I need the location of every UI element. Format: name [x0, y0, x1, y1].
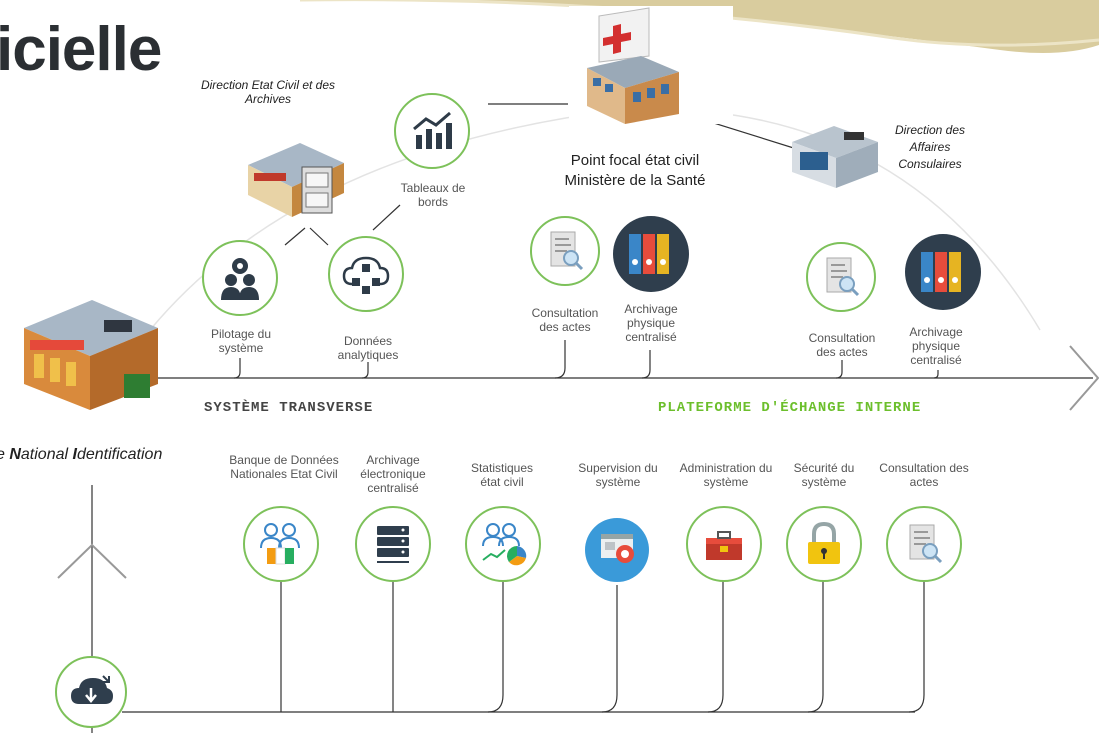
- plateforme-label: PLATEFORME D'ÉCHANGE INTERNE: [658, 400, 922, 416]
- point-focal-label: Point focal état civil Ministère de la S…: [540, 151, 730, 191]
- tableaux-label: Tableaux de bords: [400, 181, 466, 209]
- archivage-elec-label: Archivage électronique centralisé: [360, 453, 426, 495]
- supervision-label: Supervision du système: [578, 461, 658, 489]
- padlock-icon: [808, 522, 840, 564]
- donnees-node[interactable]: [328, 236, 404, 312]
- document-search-icon: [550, 231, 584, 271]
- monitor-eye-icon: [601, 534, 634, 563]
- dir-consulaires-line2: Affaires: [909, 140, 951, 154]
- statistiques-label: Statistiques état civil: [470, 461, 534, 489]
- document-search-icon: [909, 524, 943, 564]
- cloud-download-icon: [71, 675, 113, 704]
- banner-shape: [300, 0, 1099, 54]
- archivage-node-2[interactable]: [905, 234, 981, 310]
- banner-highlight: [300, 0, 1099, 47]
- archive-building-icon: [248, 143, 344, 217]
- banque-label: Banque de Données Nationales Etat Civil: [229, 453, 339, 481]
- title-fragment: icielle: [0, 15, 162, 84]
- eye-users-icon: [221, 258, 259, 300]
- archivage-label-2: Archivage physique centralisé: [909, 325, 963, 367]
- archivage-node-1[interactable]: [613, 216, 689, 292]
- dir-consulaires-line1: Direction des: [894, 123, 966, 137]
- toolbox-icon: [706, 531, 742, 560]
- consultation-bottom-label: Consultation des actes: [879, 461, 969, 489]
- consultation-node-1[interactable]: [530, 216, 600, 286]
- document-search-icon: [826, 257, 860, 297]
- donnees-label: Données analytiques: [337, 334, 399, 362]
- tableaux-node[interactable]: [394, 93, 470, 169]
- consulate-building-icon: [792, 126, 878, 188]
- statistiques-node[interactable]: [465, 506, 541, 582]
- oni-label: ce National Identification: [0, 446, 162, 464]
- binders-icon: [921, 252, 961, 292]
- pilotage-node[interactable]: [202, 240, 278, 316]
- oni-building-icon: [24, 300, 158, 410]
- hospital-building-icon: [587, 7, 679, 124]
- axis-arrow: [1069, 345, 1099, 411]
- administration-label: Administration du système: [679, 461, 773, 489]
- dir-consulaires-line3: Consulaires: [898, 157, 962, 171]
- pilotage-label: Pilotage du système: [210, 327, 272, 355]
- direction-consulaires-label: Direction des Affaires Consulaires: [876, 122, 984, 173]
- administration-node[interactable]: [686, 506, 762, 582]
- oni-i: I: [72, 446, 77, 463]
- consultation-node-2[interactable]: [806, 242, 876, 312]
- chart-growth-icon: [413, 111, 452, 149]
- consultation-bottom-node[interactable]: [886, 506, 962, 582]
- banque-node[interactable]: [243, 506, 319, 582]
- hospital-card: [569, 6, 733, 124]
- up-arrow: [57, 543, 127, 579]
- supervision-node[interactable]: [585, 518, 649, 582]
- users-pie-icon: [482, 523, 527, 566]
- point-focal-line1: Point focal état civil: [570, 152, 700, 169]
- archivage-elec-node[interactable]: [355, 506, 431, 582]
- point-focal-line2: Ministère de la Santé: [564, 172, 706, 189]
- securite-node[interactable]: [786, 506, 862, 582]
- consultation-label-1: Consultation des actes: [531, 306, 599, 334]
- securite-label: Sécurité du système: [793, 461, 855, 489]
- oni-dentification: dentification: [76, 446, 163, 463]
- data-cloud-icon: [342, 256, 390, 294]
- server-icon: [377, 526, 409, 563]
- cloud-download-node[interactable]: [55, 656, 127, 728]
- oni-ational: ational: [20, 446, 73, 463]
- binders-icon: [629, 234, 669, 274]
- users-flag-icon: [260, 523, 300, 565]
- systeme-transverse-label: SYSTÈME TRANSVERSE: [204, 400, 374, 416]
- consultation-label-2: Consultation des actes: [808, 331, 876, 359]
- archivage-label-1: Archivage physique centralisé: [624, 302, 678, 344]
- direction-etat-civil-label: Direction Etat Civil et des Archives: [200, 78, 336, 106]
- oni-prefix: ce: [0, 446, 9, 463]
- oni-n: N: [9, 446, 21, 463]
